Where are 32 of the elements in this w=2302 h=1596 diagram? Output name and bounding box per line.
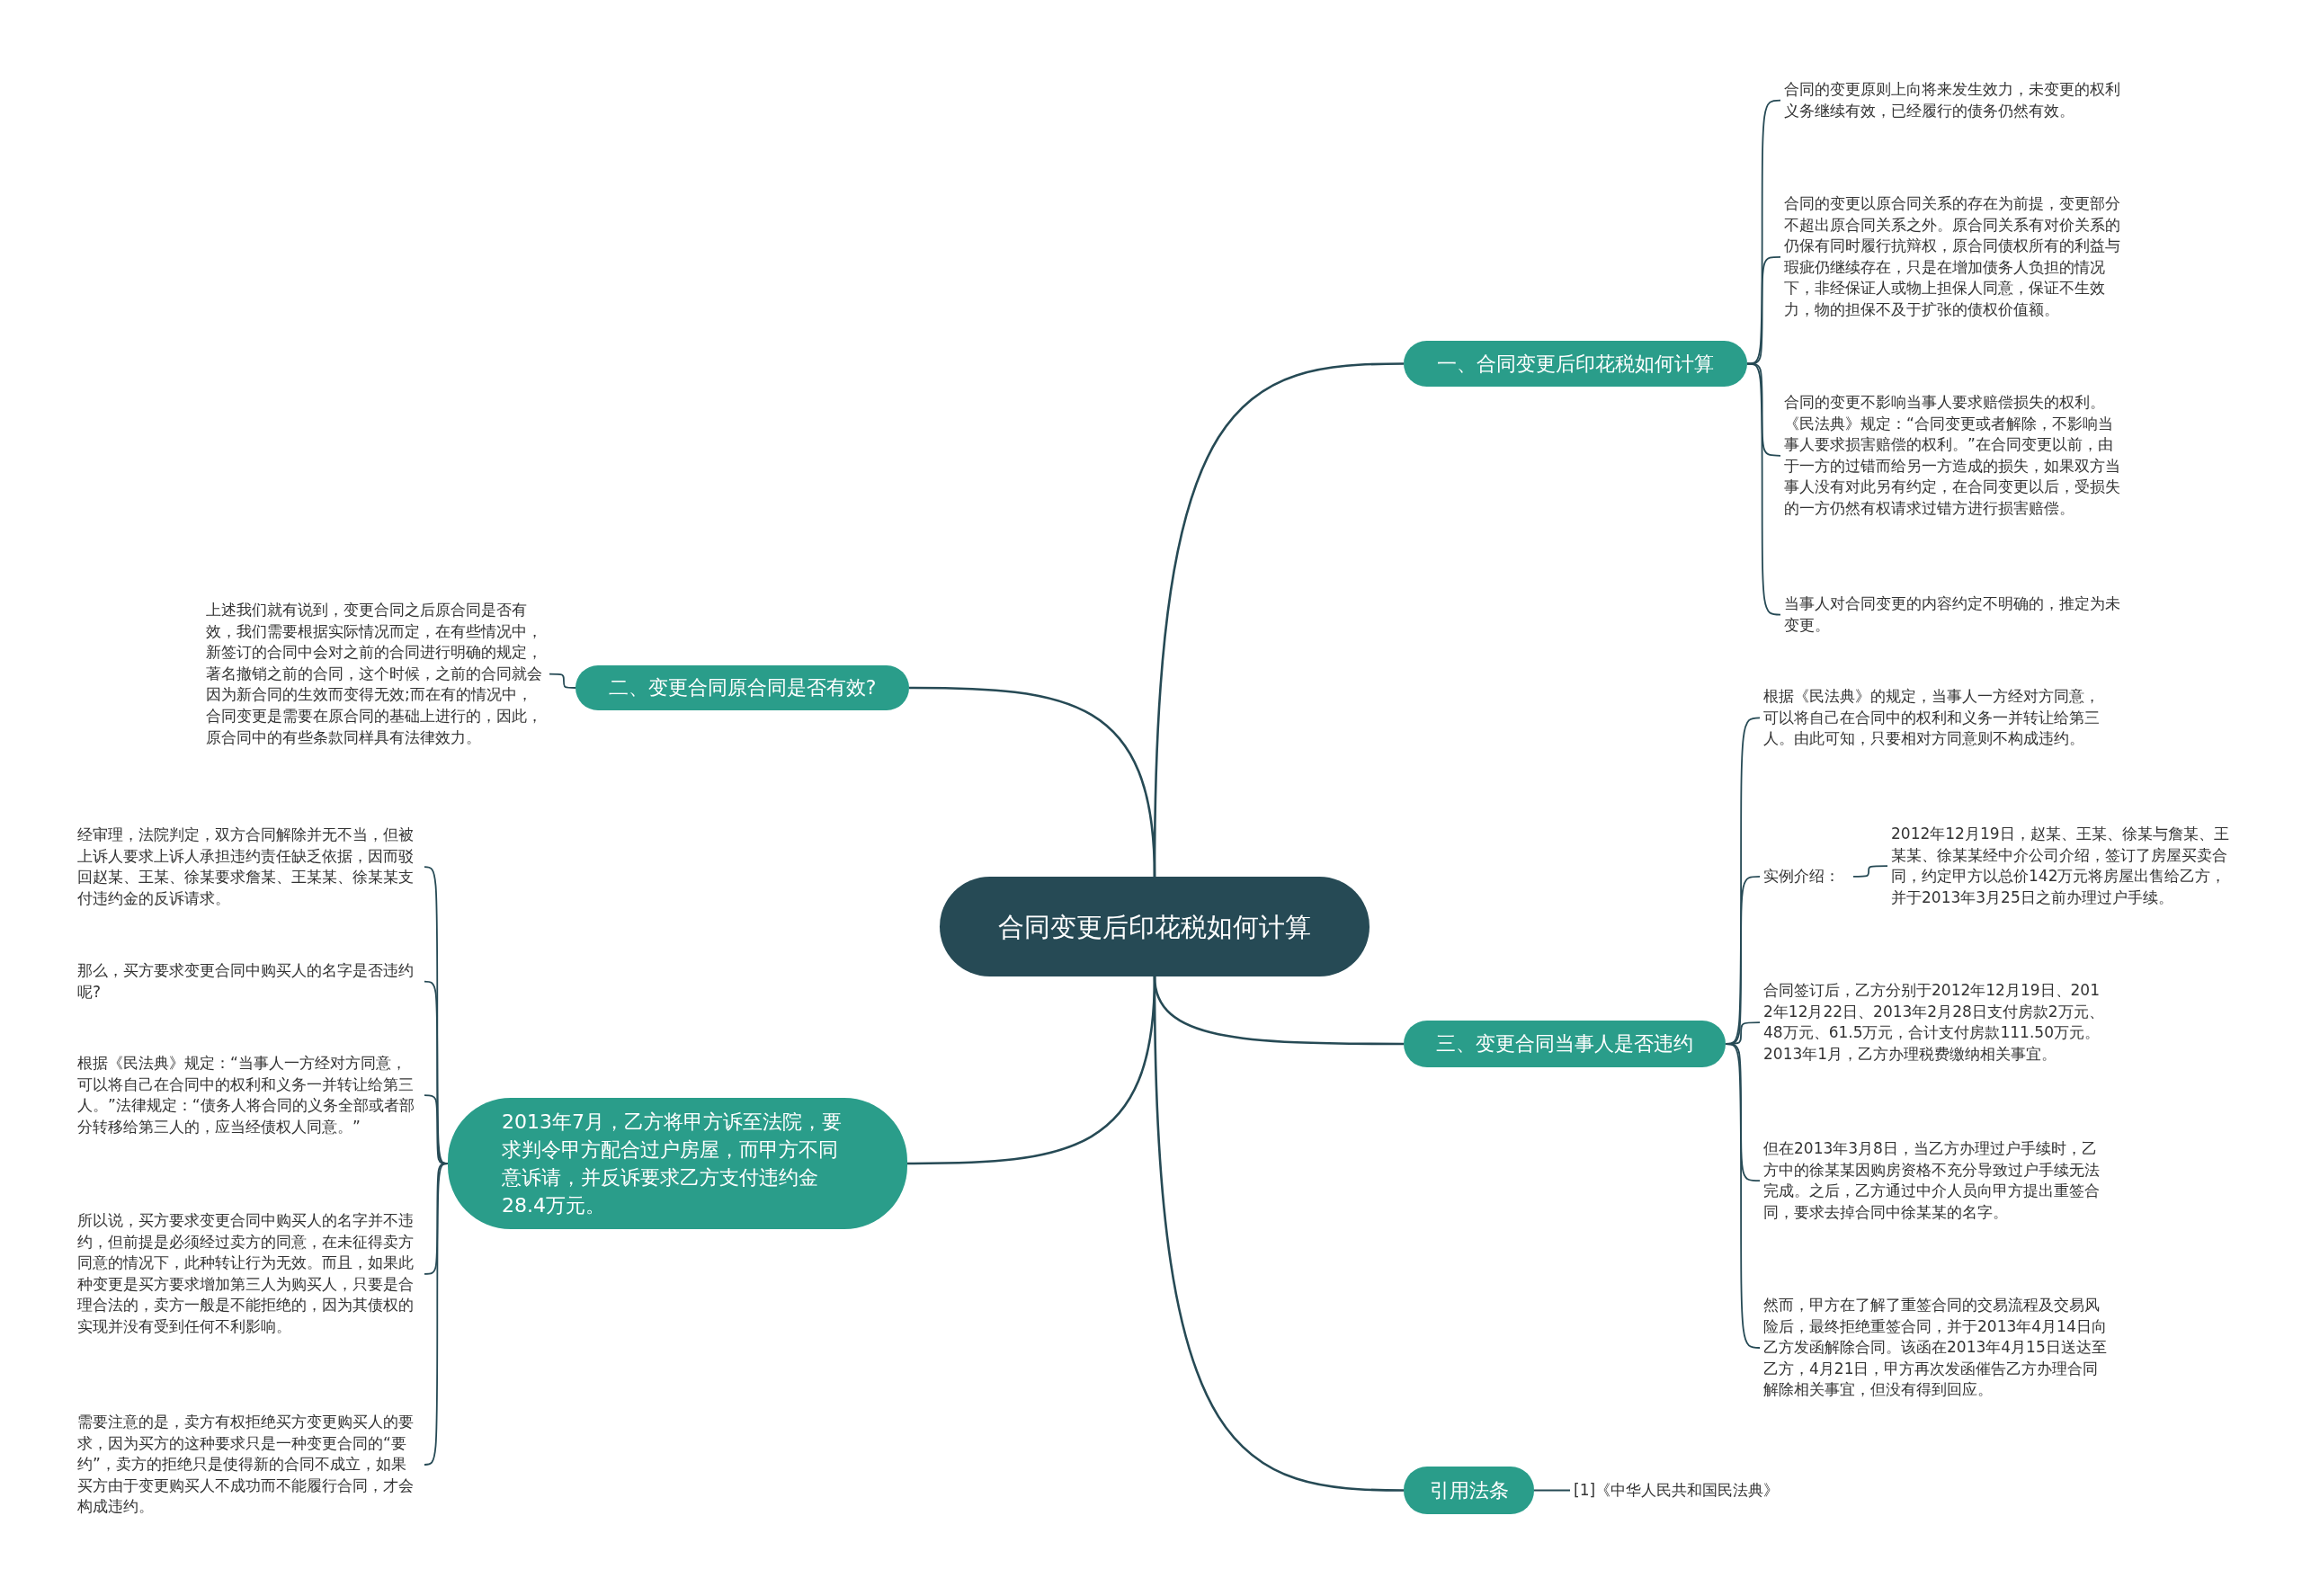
note-text: 合同签订后，乙方分别于2012年12月19日、2012年12月22日、2013年2月28日支付房款2万元、48万元、61.5万元，合计支付房款111.50万元。2013年1月，乙方办理税费缴纳相关事宜。: [1763, 980, 2107, 1065]
note-text: 根据《民法典》规定：“当事人一方经对方同意，可以将自己在合同中的权利和义务一并转让给第三人。”法律规定：“债务人将合同的义务全部或者部分转移给第三人的，应当经债权人同意。”: [77, 1053, 421, 1138]
note-text: 合同的变更原则上向将来发生效力，未变更的权利义务继续有效，已经履行的债务仍然有效。: [1784, 79, 2128, 122]
note-text: 上述我们就有说到，变更合同之后原合同是否有效，我们需要根据实际情况而定，在有些情况中，新签订的合同中会对之前的合同进行明确的规定，著名撤销之前的合同，这个时候，之前的合同就会因为新合同的生效而变得无效;而在有的情况中，合同变更是需要在原合同的基础上进行的，因此，原合同中的有些条款同样具有法律效力。: [206, 600, 546, 749]
central-topic: 合同变更后印花税如何计算: [940, 877, 1370, 976]
branch-topic: 一、合同变更后印花税如何计算: [1404, 341, 1747, 387]
connector-line: [1746, 99, 1781, 365]
note-text: 那么，买方要求变更合同中购买人的名字是否违约呢?: [77, 960, 421, 1003]
note-text: 实例介绍：: [1763, 866, 1853, 887]
note-text: 但在2013年3月8日，当乙方办理过户手续时，乙方中的徐某某因购房资格不充分导致过户手续无法完成。之后，乙方通过中介人员向甲方提出重签合同，要求去掉合同中徐某某的名字。: [1763, 1138, 2107, 1224]
connector-line: [909, 686, 1156, 878]
branch-topic: 二、变更合同原合同是否有效?: [576, 665, 909, 710]
note-text: 2012年12月19日，赵某、王某、徐某与詹某、王某某、徐某某经中介公司介绍，签订了房屋买卖合同，约定甲方以总价142万元将房屋出售给乙方，并于2013年3月25日之前办理过户手续。: [1891, 824, 2235, 909]
connector-line: [1725, 1043, 1761, 1349]
connector-line: [907, 976, 1156, 1165]
note-text: 当事人对合同变更的内容约定不明确的，推定为未变更。: [1784, 593, 2128, 637]
connector-line: [1533, 1489, 1571, 1492]
connector-line: [1746, 362, 1781, 616]
note-text: 经审理，法院判定，双方合同解除并无不当，但被上诉人要求上诉人承担违约责任缺乏依据，因而驳回赵某、王某、徐某要求詹某、王某某、徐某某支付违约金的反诉请求。: [77, 825, 421, 910]
note-text: 所以说，买方要求变更合同中购买人的名字并不违约，但前提是必须经过卖方的同意，在未征得卖方同意的情况下，此种转让行为无效。而且，如果此种变更是买方要求增加第三人为购买人，只要是合理合法的，卖方一般是不能拒绝的，因为其债权的实现并没有受到任何不利影响。: [77, 1210, 421, 1338]
note-text: 根据《民法典》的规定，当事人一方经对方同意，可以将自己在合同中的权利和义务一并转让给第三人。由此可知，只要相对方同意则不构成违约。: [1763, 686, 2107, 750]
branch-topic: 引用法条: [1404, 1467, 1534, 1514]
branch-topic: 2013年7月，乙方将甲方诉至法院，要求判令甲方配合过户房屋，而甲方不同意诉请，并反诉要求乙方支付违约金28.4万元。: [448, 1098, 907, 1229]
note-text: 需要注意的是，卖方有权拒绝买方变更购买人的要求，因为买方的这种要求只是一种变更合同的“要约”，卖方的拒绝只是使得新的合同不成立，如果买方由于变更购买人不成功而不能履行合同，才会构成违约。: [77, 1412, 421, 1518]
connector-line: [549, 673, 576, 689]
connector-line: [1852, 865, 1888, 878]
note-text: 然而，甲方在了解了重签合同的交易流程及交易风险后，最终拒绝重签合同，并于2013年4月14日向乙方发函解除合同。该函在2013年4月15日送达至乙方，4月21日，甲方再次发函催告乙方办理合同解除相关事宜，但没有得到回应。: [1763, 1295, 2107, 1401]
note-text: 合同的变更以原合同关系的存在为前提，变更部分不超出原合同关系之外。原合同关系有对价关系的仍保有同时履行抗辩权，原合同债权所有的利益与瑕疵仍继续存在，只是在增加债务人负担的情况下，非经保证人或物上担保人同意，保证不生效力，物的担保不及于扩张的债权价值额。: [1784, 193, 2128, 321]
connector-line: [424, 1163, 449, 1466]
branch-topic: 三、变更合同当事人是否违约: [1404, 1021, 1726, 1067]
note-text: 合同的变更不影响当事人要求赔偿损失的权利。《民法典》规定：“合同变更或者解除，不影响当事人要求损害赔偿的权利。”在合同变更以前，由于一方的过错而给另一方造成的损失，如果双方当事人没有对此另有约定，在合同变更以后，受损失的一方仍然有权请求过错方进行损害赔偿。: [1784, 392, 2128, 520]
note-text: [1]《中华人民共和国民法典》: [1574, 1480, 1807, 1502]
